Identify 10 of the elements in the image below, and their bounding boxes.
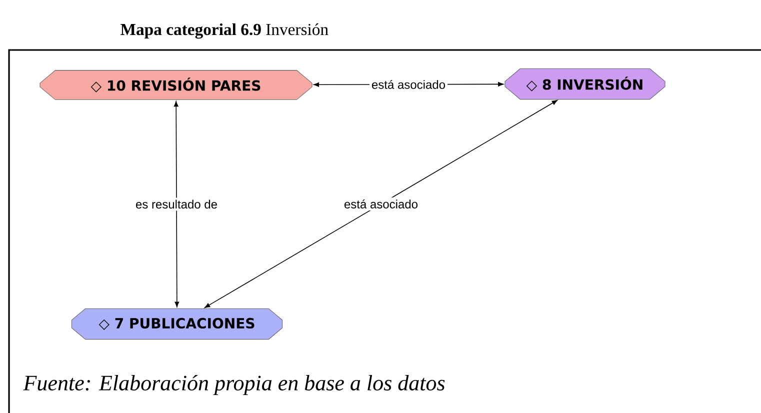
caption: Fuente: Elaboración propia en base a los datos bbox=[23, 375, 445, 395]
edge-label: es resultado de bbox=[134, 198, 220, 211]
arrow bbox=[174, 101, 180, 308]
concept-box: ◇ 7 PUBLICACIONES bbox=[71, 308, 283, 340]
concept-box: ◇ 8 INVERSIÓN bbox=[504, 68, 666, 100]
edge-label: está asociado bbox=[342, 198, 420, 210]
concept-box: ◇ 10 REVISIÓN PARES bbox=[40, 70, 312, 100]
edge-label: está asociado bbox=[370, 78, 448, 91]
title: Mapa categorial 6.9 Inversión bbox=[120, 23, 328, 39]
arrow bbox=[204, 100, 558, 308]
